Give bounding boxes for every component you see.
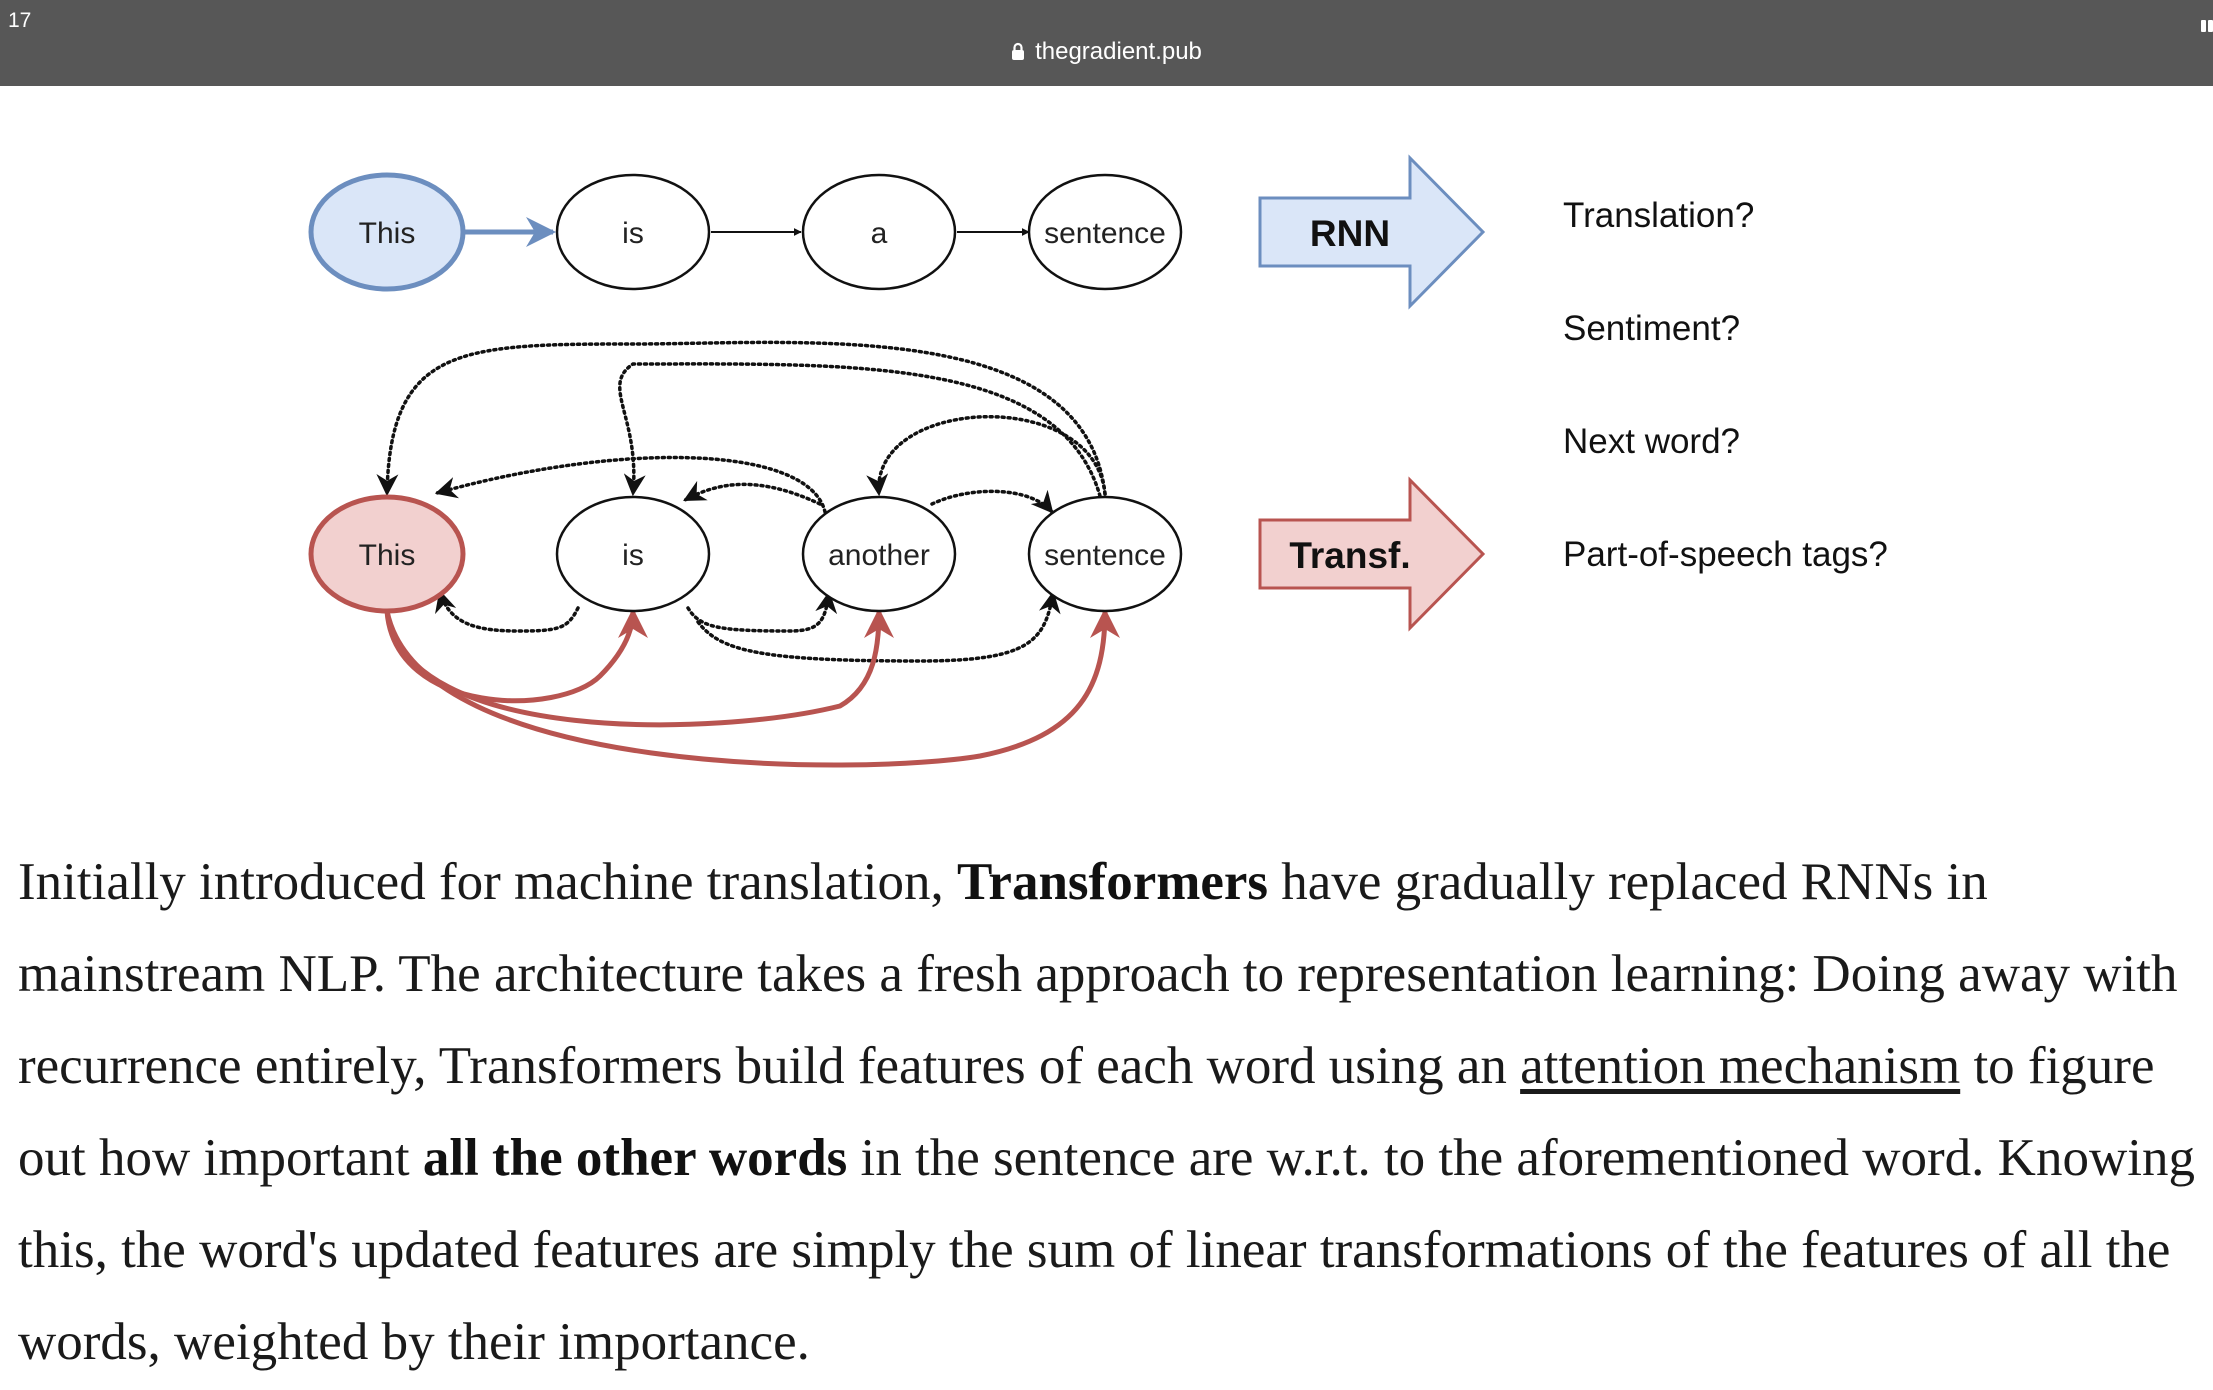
article-paragraph: Initially introduced for machine transla…: [18, 836, 2208, 1388]
paragraph-text-2: have gradually replaced RNNs in mainstre…: [18, 853, 2178, 1095]
transformer-node-is-label: is: [622, 539, 644, 572]
rnn-block-arrow: RNN: [1258, 154, 1486, 310]
task-next-word: Next word?: [1563, 422, 1740, 461]
tabs-icon[interactable]: [2201, 20, 2213, 32]
attention-dotted-edges: [376, 340, 1107, 663]
task-pos-tags: Part-of-speech tags?: [1563, 535, 1888, 574]
url-text: thegradient.pub: [1035, 38, 1202, 65]
transformer-block-arrow: Transf.: [1258, 476, 1486, 632]
rnn-node-a-label: a: [871, 217, 888, 250]
rnn-vs-transformer-diagram: This is a sentence: [308, 154, 1888, 768]
paragraph-text-4: in the sentence are w.r.t. to the aforem…: [18, 1129, 2195, 1371]
browser-top-bar: 17 thegradient.pub: [0, 0, 2213, 86]
transformer-node-this: This: [308, 494, 466, 614]
paragraph-text-1: Initially introduced for machine transla…: [18, 853, 957, 911]
rnn-row: This is a sentence: [308, 172, 1183, 292]
bold-transformers: Transformers: [957, 853, 1269, 911]
bold-all-the-other-words: all the other words: [422, 1129, 848, 1187]
rnn-node-a: a: [801, 173, 957, 291]
transformer-node-sentence: sentence: [1027, 495, 1183, 613]
transformer-node-this-label: This: [359, 539, 416, 572]
task-sentiment: Sentiment?: [1563, 309, 1740, 348]
lock-icon: [1012, 42, 1025, 60]
address-bar[interactable]: thegradient.pub: [0, 38, 2213, 66]
task-list: Translation? Sentiment? Next word? Part-…: [1563, 196, 1888, 574]
transformer-node-is: is: [555, 495, 711, 613]
attention-red-edges: [384, 608, 1120, 768]
status-time: 17: [8, 9, 32, 32]
rnn-node-is: is: [555, 173, 711, 291]
rnn-node-this-label: This: [359, 217, 416, 250]
transformer-node-another-label: another: [828, 539, 930, 572]
transformer-node-another: another: [801, 495, 957, 613]
rnn-arrow-label: RNN: [1310, 213, 1390, 254]
transformer-row: This is another sentence: [308, 494, 1183, 614]
transformer-node-sentence-label: sentence: [1044, 539, 1166, 572]
rnn-node-is-label: is: [622, 217, 644, 250]
attention-mechanism-link[interactable]: attention mechanism: [1520, 1037, 1961, 1095]
paragraph-text-3: to figure out how important: [18, 1037, 2155, 1187]
rnn-node-sentence-label: sentence: [1044, 217, 1166, 250]
rnn-node-this: This: [308, 172, 466, 292]
task-translation: Translation?: [1563, 196, 1754, 235]
transformer-arrow-label: Transf.: [1289, 535, 1410, 576]
rnn-node-sentence: sentence: [1027, 173, 1183, 291]
